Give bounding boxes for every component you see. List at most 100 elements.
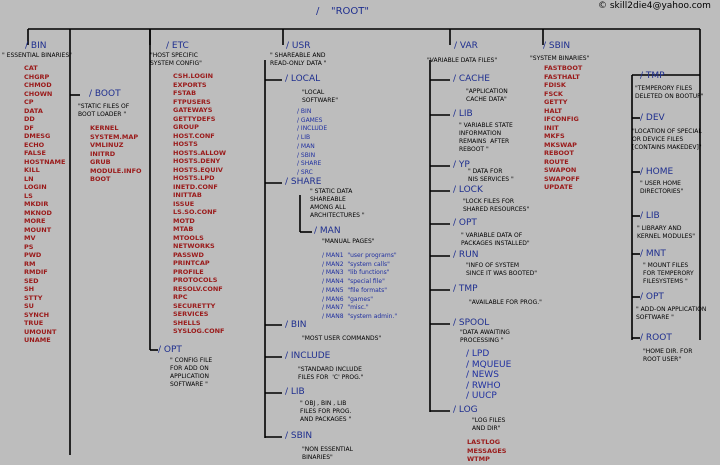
bin-file-entry: CHMOD <box>24 81 52 89</box>
usr-local-dir-label: / LOCAL <box>285 74 321 84</box>
etc-file-entry: PASSWD <box>173 250 204 259</box>
bin-file-entry: UNAME <box>24 336 51 344</box>
var-cache-dir-label: / CACHE <box>453 74 490 84</box>
dev-dir-label: / DEV <box>640 113 665 123</box>
usr-local-subdir-entry: / SHARE <box>297 160 322 168</box>
usr-man-section-entry: / MAN4 "special file" <box>322 278 385 286</box>
usr-man-section-entry: / MAN3 "lib functions" <box>322 269 390 277</box>
etc-file-entry: HOSTS.DENY <box>173 157 221 165</box>
usr-man-description: "MANUAL PAGES" <box>322 238 375 245</box>
usr-sbin-dir-label: / SBIN <box>285 431 313 441</box>
boot-description: "STATIC FILES OF BOOT LOADER " <box>78 103 130 118</box>
etc-file-entry: HOST.CONF <box>173 131 215 140</box>
var-tmp-description: "AVAILABLE FOR PROG." <box>469 299 542 306</box>
lib-dir-label: / LIB <box>640 211 660 221</box>
bin-file-entry: SH <box>24 285 35 293</box>
var-run-description: "INFO OF SYSTEM SINCE IT WAS BOOTED" <box>466 262 538 277</box>
var-log-description: "LOG FILES AND DIR" <box>472 417 506 432</box>
sbin-file-entry: FASTHALT <box>544 72 580 81</box>
bin-file-entry: SU <box>24 302 34 310</box>
etc-file-entry: INITTAB <box>173 191 202 199</box>
var-cache-description: "APPLICATION CACHE DATA" <box>466 88 508 103</box>
var-spool-subdir-entry: / UUCP <box>466 391 497 401</box>
tmp-description: "TEMPERORY FILES DELETED ON BOOTUP" <box>635 85 704 100</box>
bin-file-entry: CAT <box>24 64 38 72</box>
etc-file-entry: EXPORTS <box>173 80 207 89</box>
bin-file-entry: LN <box>24 174 34 183</box>
bin-file-entry: DD <box>24 115 35 123</box>
etc-file-entry: GETTYDEFS <box>173 114 216 123</box>
etc-opt-description: " CONFIG FILE FOR ADD ON APPLICATION SOF… <box>170 357 213 388</box>
bin-file-entry: STTY <box>24 293 43 302</box>
var-tmp-dir-label: / TMP <box>453 284 478 294</box>
root-slash: / <box>316 6 320 17</box>
etc-file-entry: PROFILE <box>173 267 204 276</box>
bin-file-entry: DF <box>24 123 34 132</box>
var-dir-label: / VAR <box>454 41 478 51</box>
bin-file-entry: LS <box>24 191 33 200</box>
etc-file-entry: SECURETTY <box>173 301 216 310</box>
etc-dir-label: / ETC <box>166 41 189 51</box>
boot-file-entry: SYSTEM.MAP <box>90 132 139 141</box>
boot-dir-label: / BOOT <box>89 89 121 99</box>
usr-bin-dir-label: / BIN <box>285 320 307 330</box>
etc-file-entry: MOTD <box>173 216 195 225</box>
etc-file-entry: INETD.CONF <box>173 182 218 191</box>
bin-file-entry: CHGRP <box>24 72 50 81</box>
usr-man-section-entry: / MAN2 "system calls" <box>322 260 390 268</box>
etc-file-entry: MTAB <box>173 225 194 233</box>
usr-man-section-entry: / MAN6 "games" <box>322 295 373 303</box>
boot-file-entry: GRUB <box>90 158 111 166</box>
boot-file-entry: MODULE.INFO <box>90 166 142 175</box>
sbin-file-entry: ROUTE <box>544 157 569 166</box>
var-lock-dir-label: / LOCK <box>453 185 483 195</box>
sbin-file-entry: INIT <box>544 123 559 132</box>
bin-file-entry: ECHO <box>24 140 45 149</box>
var-lib-dir-label: / LIB <box>453 109 473 119</box>
lib-description: " LIBRARY AND KERNEL MODULES" <box>637 225 696 240</box>
bin-file-entry: DMESG <box>24 132 51 140</box>
var-spool-dir-label: / SPOOL <box>453 318 490 328</box>
usr-sbin-description: "NON ESSENTIAL BINARIES" <box>302 446 353 461</box>
sbin-file-entry: MKFS <box>544 132 565 140</box>
bin-file-entry: MV <box>24 234 36 242</box>
etc-file-entry: CSH.LOGIN <box>173 72 214 80</box>
usr-man-dir-label: / MAN <box>314 226 341 236</box>
usr-local-subdir-entry: / INCLUDE <box>297 125 328 133</box>
tmp-dir-label: / TMP <box>640 71 665 81</box>
etc-file-entry: FTPUSERS <box>173 97 211 106</box>
usr-local-subdirs: / BIN/ GAMES/ INCLUDE/ LIB/ MAN/ SBIN/ S… <box>297 108 327 178</box>
var-spool-subdir-entry: / LPD <box>466 349 490 359</box>
root-title: "ROOT" <box>331 6 369 17</box>
var-description: "VARIABLE DATA FILES" <box>427 57 498 64</box>
bin-file-entry: MKDIR <box>24 200 49 208</box>
opt-description: " ADD-ON APPLICATION SOFTWARE " <box>636 306 707 321</box>
usr-share-description: " STATIC DATA SHAREABLE AMONG ALL ARCHIT… <box>310 188 365 219</box>
sbin-file-entry: FASTBOOT <box>544 64 583 72</box>
sbin-description: "SYSTEM BINARIES" <box>530 55 590 62</box>
sbin-file-entry: FSCK <box>544 89 563 98</box>
var-log-file-entry: LASTLOG <box>467 438 501 446</box>
etc-file-entry: HOSTS.LPD <box>173 174 215 182</box>
usr-man-section-entry: / MAN8 "system admin." <box>322 312 398 320</box>
var-log-dir-label: / LOG <box>453 405 478 415</box>
etc-file-entry: SYSLOG.CONF <box>173 327 225 335</box>
bin-file-entry: TRUE <box>24 319 44 327</box>
usr-dir-label: / USR <box>286 41 311 51</box>
bin-file-entry: CHOWN <box>24 89 53 98</box>
usr-local-subdir-entry: / MAN <box>297 142 315 150</box>
boot-file-entry: VMLINUZ <box>90 141 124 149</box>
bin-file-entry: FALSE <box>24 149 46 157</box>
etc-file-entry: NETWORKS <box>173 242 215 250</box>
var-yp-description: " DATA FOR NIS SERVICES " <box>468 168 514 183</box>
usr-man-section-entry: / MAN7 "misc." <box>322 304 369 312</box>
bin-file-entry: PWD <box>24 251 42 259</box>
bin-file-entry: MOUNT <box>24 225 52 234</box>
usr-include-dir-label: / INCLUDE <box>285 351 331 361</box>
etc-file-entry: HOSTS.ALLOW <box>173 148 227 157</box>
